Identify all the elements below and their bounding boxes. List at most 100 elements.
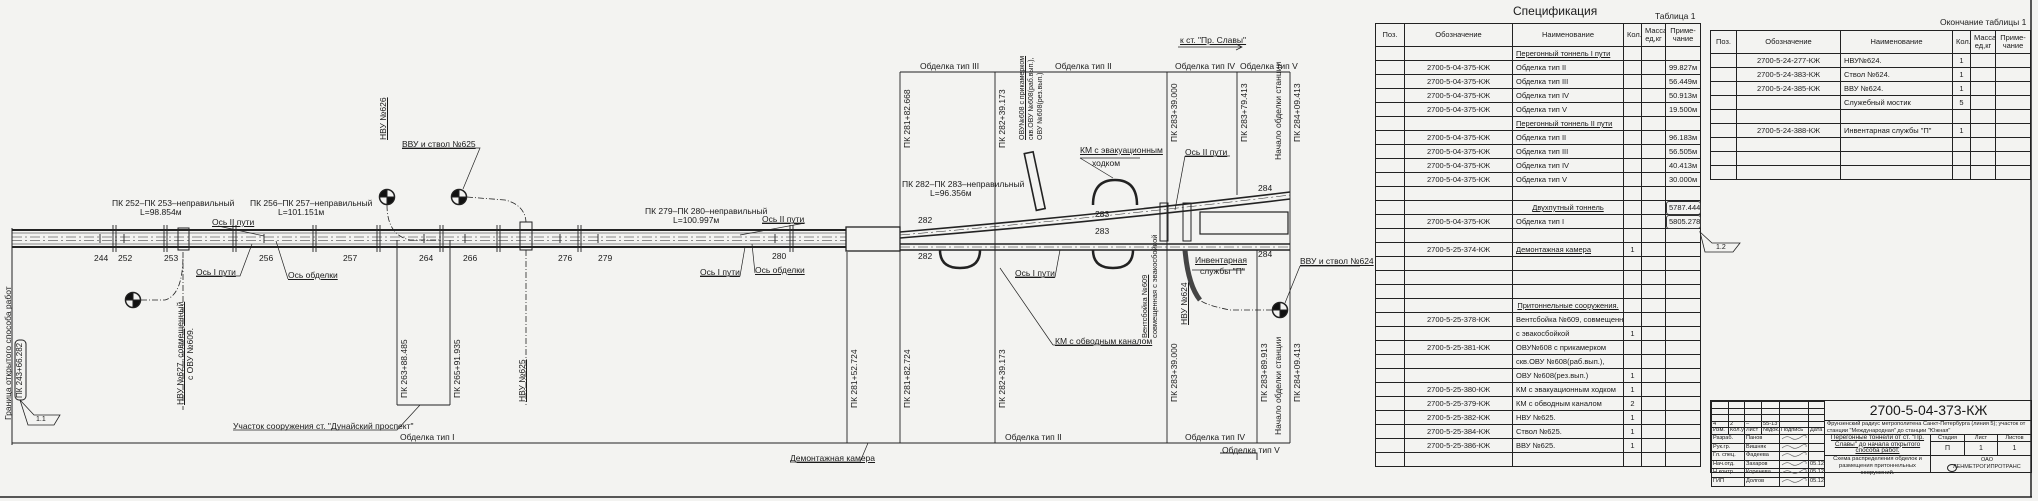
note-cell — [1995, 67, 2031, 82]
note-cell — [1665, 368, 1701, 383]
mass-cell — [1641, 382, 1666, 397]
sheet-label: Лист — [1965, 435, 1998, 442]
picket-label: ПК 281+82.724 — [902, 349, 912, 408]
name-cell: Обделка тип I — [1512, 214, 1624, 229]
qty-cell: 1 — [1952, 81, 1971, 96]
mass-cell — [1641, 312, 1666, 327]
qty-cell: 1 — [1623, 438, 1642, 453]
picket-label: ПК 265+91.935 — [452, 339, 462, 398]
designation-cell: 2700-5-04-375-КЖ — [1404, 144, 1513, 159]
staff-date — [1808, 451, 1825, 461]
note-cell — [1995, 109, 2031, 124]
shaft-box-625 — [519, 221, 533, 251]
sheets-label: Листов — [1998, 435, 2031, 442]
qty-cell: 5 — [1952, 95, 1971, 110]
column-header: Наименование — [1840, 30, 1953, 54]
stamp-cell — [1808, 407, 1825, 416]
note-cell — [1665, 312, 1701, 327]
lining-top-label: Обделка тип II — [1055, 61, 1112, 71]
picket-label: ПК 283+79.413 — [1239, 83, 1249, 142]
stamp-cell — [1761, 407, 1780, 416]
note-cell: 5805.278м — [1665, 214, 1701, 229]
axis-track-2-label: Ось II пути — [1185, 147, 1228, 157]
doc-code: 2700-5-04-373-КЖ — [1824, 401, 2032, 421]
mass-cell — [1641, 438, 1666, 453]
mass-cell — [1641, 284, 1666, 299]
table-row — [1375, 186, 1701, 201]
axis-track-1-label: Ось I пути — [1015, 268, 1055, 278]
km-evac-loop — [1091, 178, 1139, 206]
segment-title: ПК 279–ПК 280–неправильный — [645, 206, 768, 216]
stamp-empty-row — [1711, 414, 1825, 422]
note-cell — [1665, 396, 1701, 411]
km-evac-label-2: ходком — [1092, 158, 1121, 168]
name-cell: Обделка тип II — [1512, 130, 1624, 145]
note-cell — [1665, 270, 1701, 285]
sheet-title: Схема распределения обделок и размещения… — [1825, 456, 1931, 476]
staff-name: Долгов — [1744, 476, 1780, 487]
stage-value: П — [1931, 442, 1965, 455]
pk-number: 264 — [419, 253, 434, 263]
name-cell: НВУ №625. — [1512, 410, 1624, 425]
pk-number: 282 — [918, 251, 933, 261]
note-cell: 99.827м — [1665, 60, 1701, 75]
name-cell: НВУ№624. — [1840, 53, 1953, 68]
name-cell: Ствол №625. — [1512, 424, 1624, 439]
ovu-608-label: скв.ОВУ №608(раб.вып.), — [1028, 57, 1035, 140]
spec-title: Спецификация — [1513, 4, 1598, 18]
qty-cell — [1623, 298, 1642, 313]
designation-cell: 2700-5-24-383-КЖ — [1736, 67, 1841, 82]
callout-1-2: 1.2 — [1716, 244, 1726, 251]
staff-signature — [1779, 468, 1809, 478]
stamp-cell — [1779, 401, 1809, 409]
qty-cell — [1623, 270, 1642, 285]
table-row: Перегонный тоннель I пути — [1375, 46, 1701, 61]
title-block: 42–55-13Изм.Кол.учЛист№док.ПодписьДатаРа… — [1710, 400, 2032, 487]
lining-bottom-label: Обделка тип II — [1005, 432, 1062, 442]
segment-title: ПК 256–ПК 257–неправильный — [250, 198, 373, 208]
name-cell: Перегонный тоннель I пути — [1512, 46, 1624, 61]
pos-cell — [1375, 60, 1405, 75]
axis-track-2-label: Ось II пути — [762, 214, 805, 224]
designation-cell: 2700-5-25-378-КЖ — [1404, 312, 1513, 327]
table-row: Перегонный тоннель II пути — [1375, 116, 1701, 131]
note-cell — [1665, 452, 1701, 467]
signature-icon — [1781, 435, 1807, 440]
picket-label: ПК 263+88.485 — [399, 339, 409, 398]
name-cell: Обделка тип V — [1512, 102, 1624, 117]
table-row: ОВУ №608(рез.вып.)1 — [1375, 368, 1701, 383]
pos-cell — [1375, 256, 1405, 271]
staff-date: 05.12 — [1808, 468, 1825, 478]
mass-cell — [1641, 200, 1666, 215]
segment-length: L=96.356м — [930, 187, 972, 198]
segment-length: L=100.997м — [673, 214, 720, 225]
mass-cell — [1641, 46, 1666, 61]
qty-cell — [1623, 60, 1642, 75]
pos-cell — [1375, 354, 1405, 369]
name-cell: скв.ОВУ №608(раб.вып.), — [1512, 354, 1624, 369]
note-cell — [1665, 354, 1701, 369]
designation-cell: 2700-5-04-375-КЖ — [1404, 60, 1513, 75]
designation-cell: 2700-5-04-375-КЖ — [1404, 172, 1513, 187]
qty-cell: 1 — [1623, 382, 1642, 397]
name-cell: Двухпутный тоннель — [1512, 200, 1624, 215]
pos-cell — [1375, 452, 1405, 467]
designation-cell: 2700-5-25-382-КЖ — [1404, 410, 1513, 425]
boundary-label: Граница открытого способа работ — [3, 286, 13, 420]
qty-cell: 1 — [1952, 53, 1971, 68]
stamp-cell — [1744, 414, 1762, 422]
pos-cell — [1710, 95, 1737, 110]
dismount-chamber-label: Демонтажная камера — [790, 453, 876, 463]
name-cell: ВВУ №624. — [1840, 81, 1953, 96]
callout-1-1: 1.1 — [36, 416, 46, 423]
staff-date: 05.12 — [1808, 459, 1825, 470]
mass-cell — [1970, 137, 1996, 152]
stamp-cell — [1779, 420, 1809, 429]
